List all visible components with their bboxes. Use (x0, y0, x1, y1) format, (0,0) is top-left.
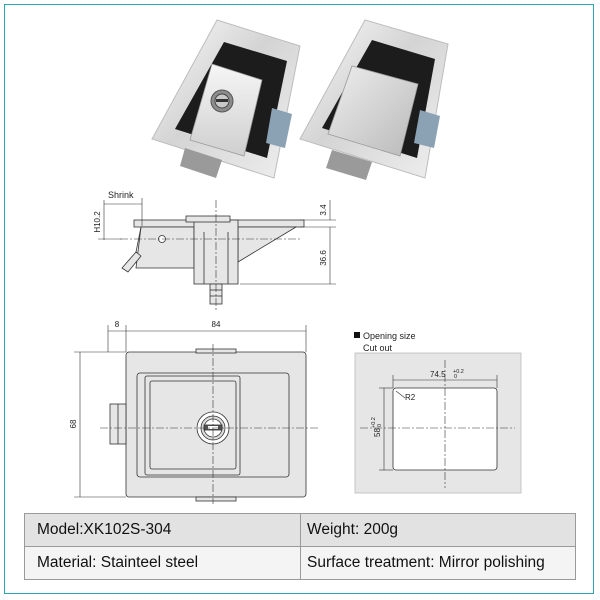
cutout-width-tol-upper: +0.2 (453, 369, 464, 375)
cutout-drawing (354, 352, 522, 494)
spec-table: Model:XK102S-304 Weight: 200g Material: … (24, 513, 576, 580)
spec-material: Material: Stainteel steel (24, 546, 301, 580)
cutout-width-tol-lower: 0 (454, 374, 457, 380)
cutout-height-tol-upper: +0.2 (371, 417, 377, 428)
dim-height-68: 68 (69, 419, 78, 428)
cutout-title: Opening size Cut out (354, 331, 416, 353)
side-latch (266, 108, 292, 148)
dim-width-84: 84 (212, 320, 221, 329)
page-border (4, 4, 594, 594)
dim-h-shrink: H10.2 (93, 211, 102, 233)
cutout-width: 74.5 (430, 370, 446, 379)
spec-weight: Weight: 200g (300, 513, 576, 547)
side-view-drawing (98, 198, 336, 310)
cutout-height-tol-lower: 0 (377, 424, 383, 427)
dim-width-8: 8 (115, 320, 120, 329)
drawing-canvas: Shrink H10.2 3.4 36.6 (69, 19, 522, 504)
shrink-label: Shrink (108, 190, 134, 200)
cutout-label: Cut out (363, 343, 393, 353)
dim-top-thickness: 3.4 (319, 204, 328, 216)
spec-surface: Surface treatment: Mirror polishing (300, 546, 576, 580)
product-photo-plain (299, 19, 449, 180)
spec-row: Material: Stainteel steel Surface treatm… (24, 546, 576, 580)
front-view-drawing (74, 325, 320, 504)
cutout-height: 58 (373, 428, 382, 437)
dim-height: 36.6 (319, 250, 328, 266)
opening-size-label: Opening size (363, 331, 416, 341)
spec-row: Model:XK102S-304 Weight: 200g (24, 513, 576, 547)
spec-model: Model:XK102S-304 (24, 513, 301, 547)
cutout-radius: R2 (405, 393, 416, 402)
key-cylinder-icon (210, 89, 234, 113)
product-photo-keyed (151, 19, 301, 179)
